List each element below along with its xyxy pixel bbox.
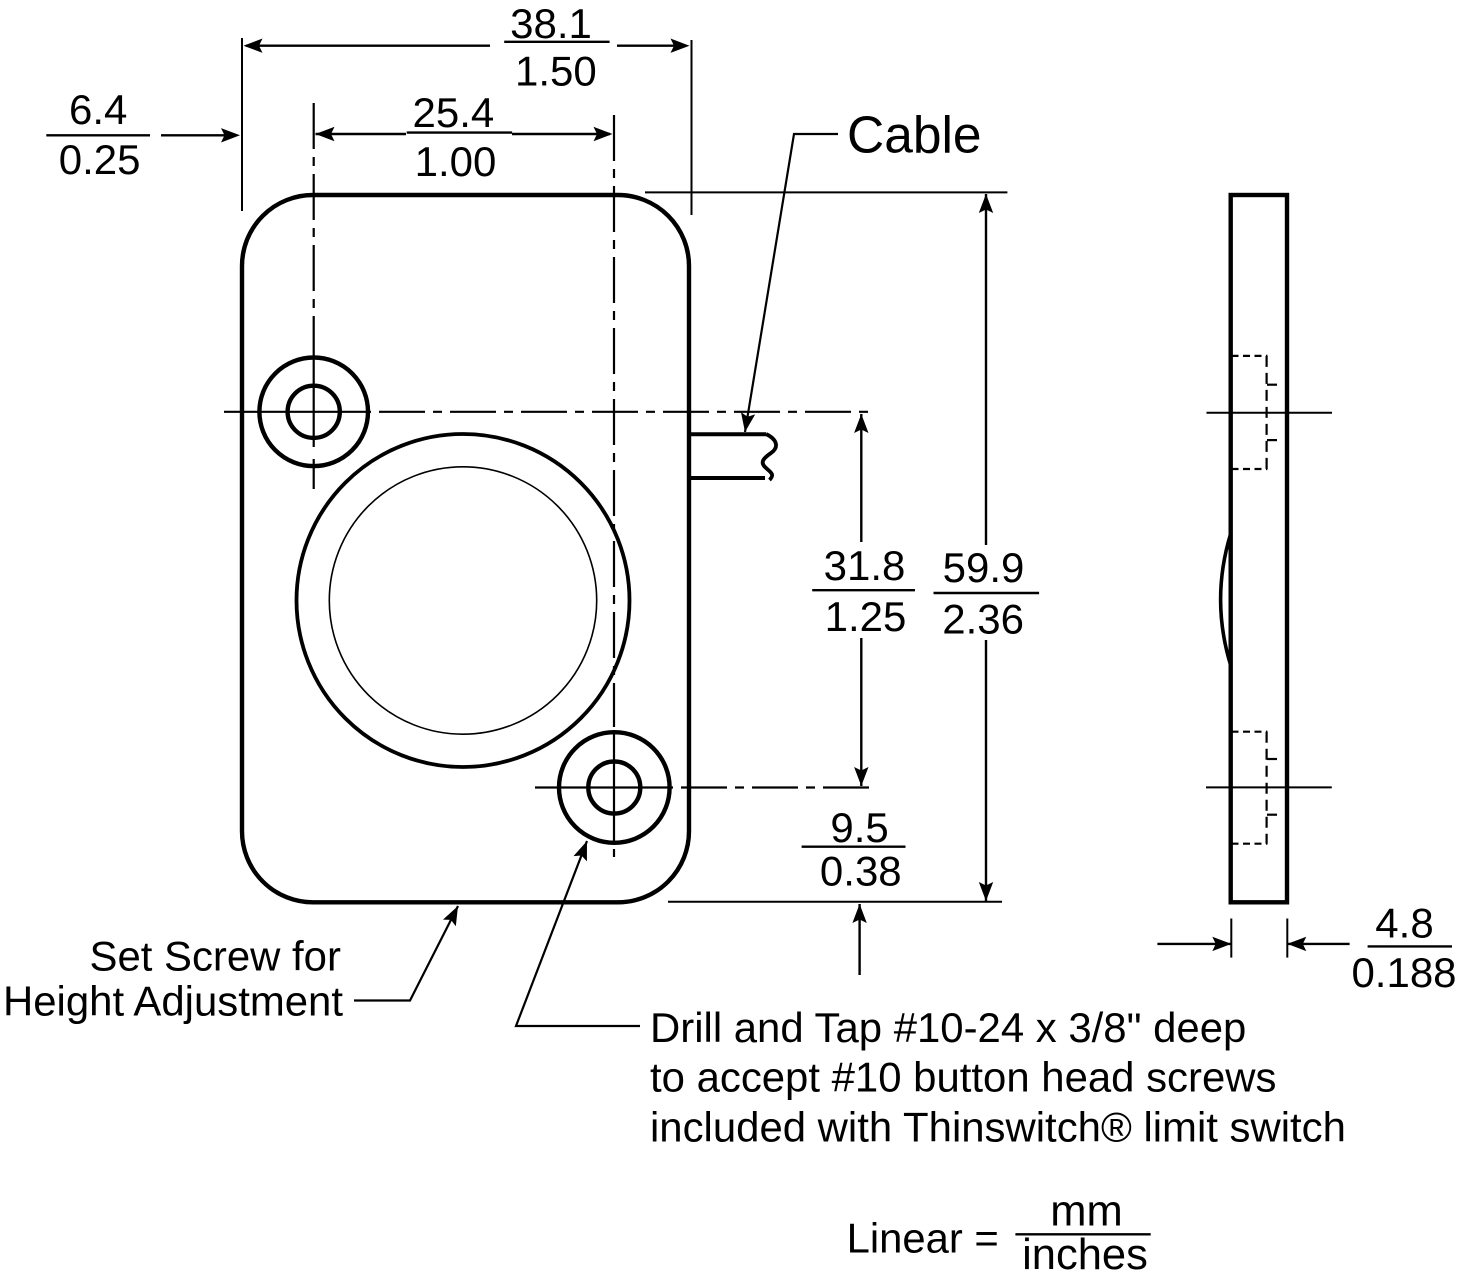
svg-text:Set Screw for: Set Screw for: [90, 932, 341, 979]
svg-text:38.1: 38.1: [510, 0, 592, 47]
svg-text:9.5: 9.5: [830, 804, 888, 851]
svg-text:2.36: 2.36: [942, 596, 1024, 643]
svg-text:59.9: 59.9: [943, 544, 1025, 591]
svg-text:0.188: 0.188: [1351, 949, 1456, 996]
svg-text:6.4: 6.4: [69, 86, 127, 133]
svg-text:Height Adjustment: Height Adjustment: [3, 978, 343, 1025]
svg-text:0.38: 0.38: [820, 847, 902, 894]
svg-text:to accept #10 button head scre: to accept #10 button head screws: [650, 1053, 1276, 1100]
svg-text:Cable: Cable: [847, 105, 982, 163]
svg-text:included with Thinswitch® limi: included with Thinswitch® limit switch: [650, 1104, 1346, 1151]
svg-text:1.25: 1.25: [825, 593, 907, 640]
svg-text:25.4: 25.4: [413, 89, 495, 136]
svg-text:mm: mm: [1050, 1188, 1122, 1236]
svg-text:31.8: 31.8: [824, 542, 906, 589]
svg-text:inches: inches: [1022, 1231, 1148, 1279]
svg-text:1.50: 1.50: [515, 48, 597, 95]
svg-text:1.00: 1.00: [415, 138, 497, 185]
svg-text:4.8: 4.8: [1375, 900, 1433, 947]
svg-text:Linear =: Linear =: [847, 1214, 999, 1261]
svg-text:0.25: 0.25: [59, 136, 141, 183]
svg-text:Drill and Tap #10-24 x 3/8" de: Drill and Tap #10-24 x 3/8" deep: [650, 1004, 1246, 1051]
